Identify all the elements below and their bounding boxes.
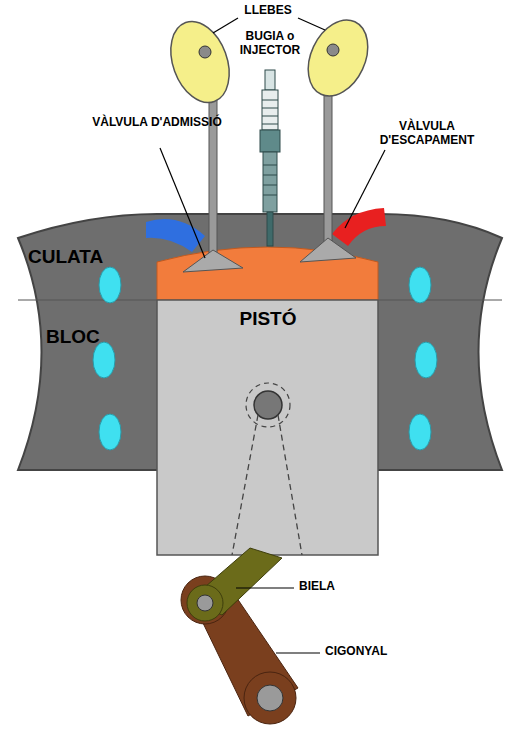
crankshaft-label: CIGONYAL xyxy=(325,645,435,659)
cam-label: LLEBES xyxy=(228,4,308,18)
head-label: CULATA xyxy=(28,246,128,268)
intake-valve-label: VÀLVULA D'ADMISSIÓ xyxy=(92,116,222,130)
piston-label: PISTÓ xyxy=(188,308,348,330)
exhaust-valve-label: VÀLVULA D'ESCAPAMENT xyxy=(352,120,502,148)
plug-label: BUGIA o INJECTOR xyxy=(230,30,310,58)
rod-label: BIELA xyxy=(299,580,379,594)
block-label: BLOC xyxy=(46,326,106,348)
